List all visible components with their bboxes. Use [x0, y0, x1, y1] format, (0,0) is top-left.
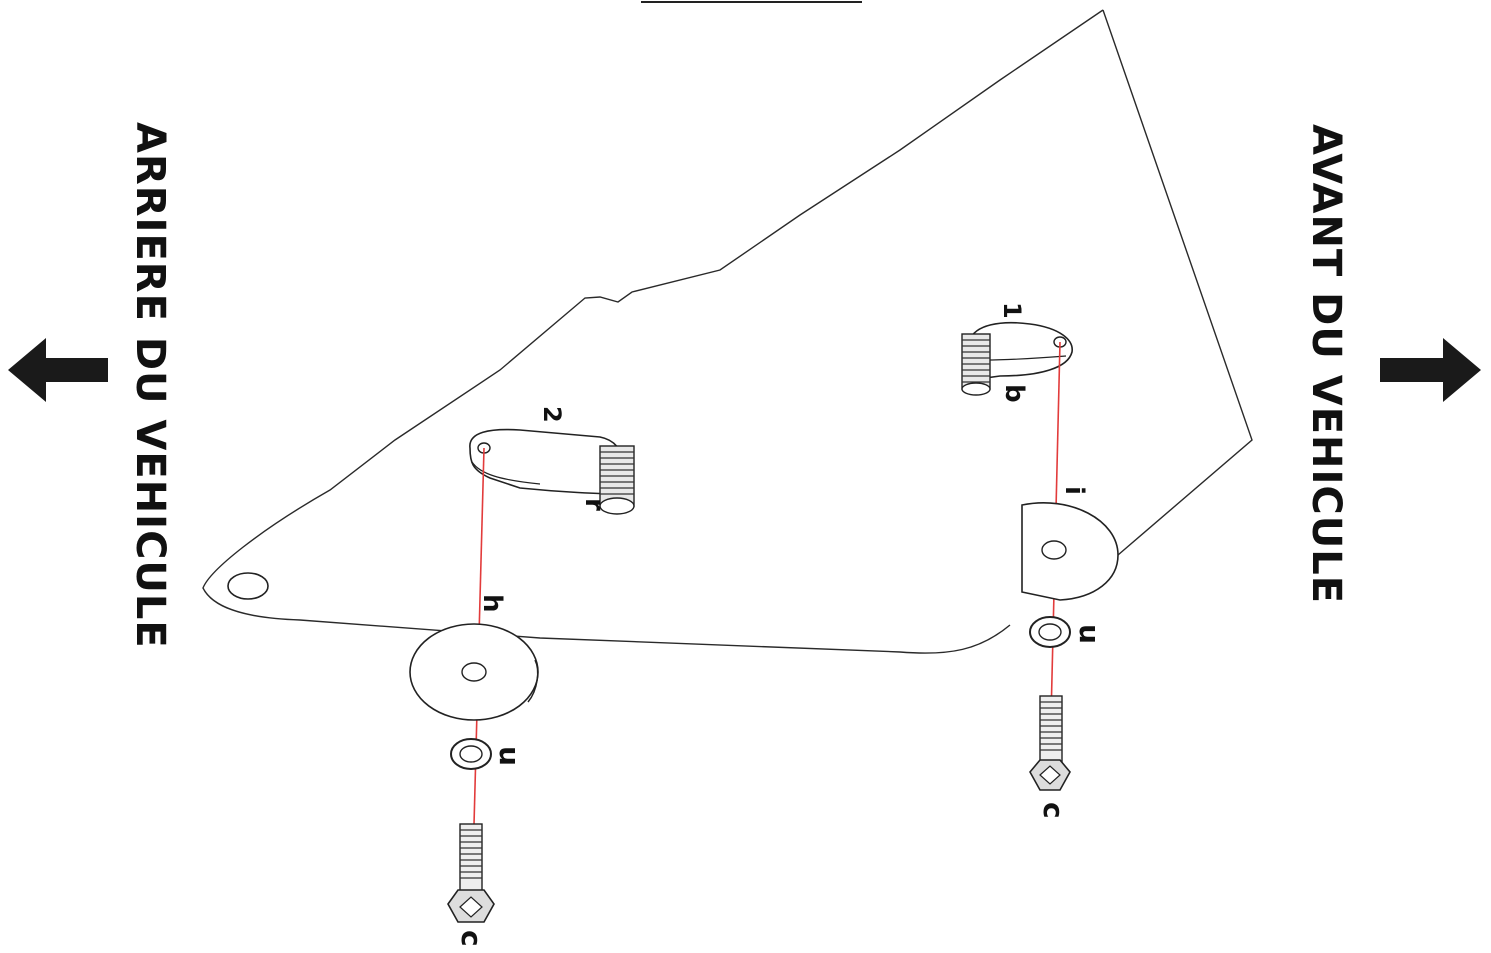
stud-r — [599, 445, 635, 515]
callout-u-left: u — [493, 746, 526, 766]
callout-h: h — [477, 594, 507, 613]
stud-b — [961, 333, 991, 396]
panel-hole — [227, 572, 269, 600]
front-label: AVANT DU VEHICULE — [1303, 124, 1349, 604]
callout-b: b — [999, 384, 1029, 403]
washer-h — [409, 623, 539, 721]
callout-1: 1 — [998, 302, 1026, 319]
callout-i: i — [1059, 486, 1089, 495]
panel-outline — [202, 9, 1253, 654]
spacer-i — [1021, 502, 1119, 601]
bracket-1 — [961, 321, 1073, 396]
rear-label: ARRIERE DU VEHICULE — [127, 122, 173, 649]
callout-u-right: u — [1073, 624, 1106, 644]
washer-u-left — [450, 738, 492, 770]
bracket-2 — [469, 428, 635, 515]
callout-c-left: c — [455, 930, 488, 947]
washer-u-right — [1029, 616, 1071, 648]
arrow-right-icon — [1380, 338, 1481, 402]
arrow-left-icon — [8, 338, 108, 402]
callout-r: r — [579, 498, 609, 511]
callout-2: 2 — [538, 406, 566, 423]
bolt-c-left — [447, 823, 495, 923]
bolt-c-right — [1029, 695, 1071, 791]
callout-c-right: c — [1037, 802, 1070, 819]
